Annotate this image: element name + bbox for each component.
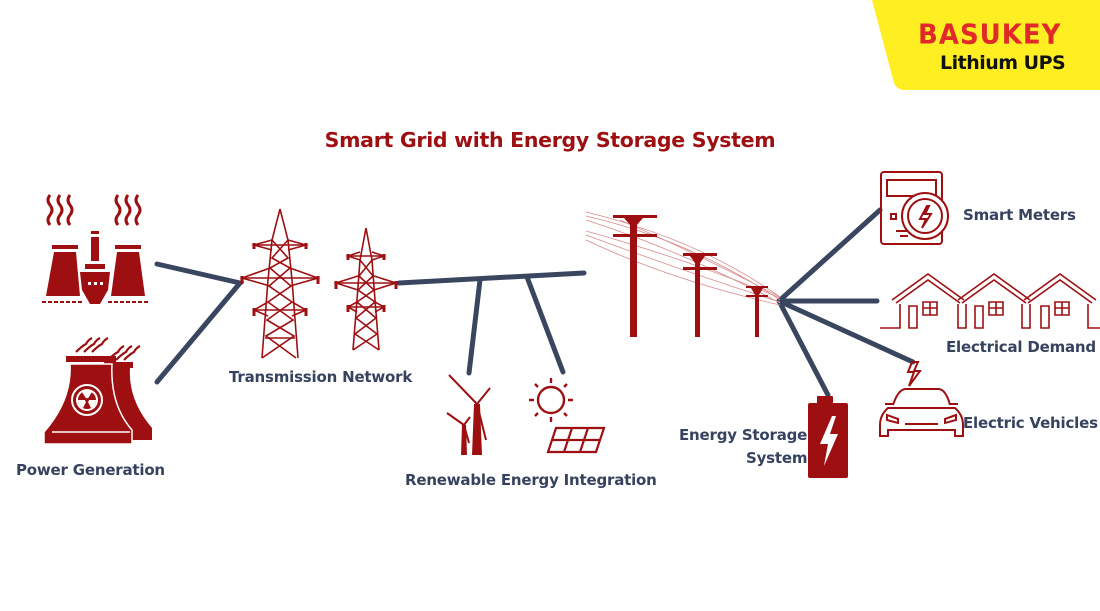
- nuclear-cooling-tower-icon: [43, 337, 152, 445]
- brand-badge: [872, 0, 1100, 90]
- edge-to-smart-meters: [776, 207, 883, 304]
- brand-name: BASUKEY: [918, 19, 1062, 51]
- label-renewable-energy-integration: Renewable Energy Integration: [405, 471, 657, 489]
- edge-to-wind: [466, 277, 483, 376]
- utility-pole-icon: [585, 211, 781, 337]
- edge-to-electric-vehicles: [776, 298, 916, 365]
- edge-to-solar: [524, 274, 566, 375]
- brand-tagline: Lithium UPS: [940, 52, 1066, 74]
- battery-icon: [808, 396, 848, 478]
- label-electrical-demand: Electrical Demand: [946, 338, 1096, 356]
- edge-to-energy-storage: [776, 298, 831, 398]
- label-power-generation: Power Generation: [16, 461, 165, 479]
- edge-power-to-transmission: [154, 261, 245, 385]
- label-electric-vehicles: Electric Vehicles: [963, 414, 1098, 432]
- smart-meter-icon: [880, 171, 949, 245]
- wind-turbine-icon: [446, 374, 491, 455]
- label-transmission-network: Transmission Network: [229, 368, 413, 386]
- label-energy-storage-line1: Energy Storage: [679, 426, 808, 444]
- edge-transmission-to-distribution: [396, 270, 587, 286]
- connectors: [154, 207, 916, 398]
- electric-car-icon: [879, 361, 964, 437]
- label-smart-meters: Smart Meters: [963, 206, 1076, 224]
- diagram-title: Smart Grid with Energy Storage System: [324, 128, 776, 152]
- sun-icon: [529, 378, 573, 422]
- power-plant-icon: [42, 194, 148, 304]
- houses-icon: [880, 273, 1100, 329]
- transmission-tower-icon: [239, 208, 399, 359]
- solar-panel-icon: [546, 426, 606, 454]
- label-energy-storage-line2: System: [746, 449, 808, 467]
